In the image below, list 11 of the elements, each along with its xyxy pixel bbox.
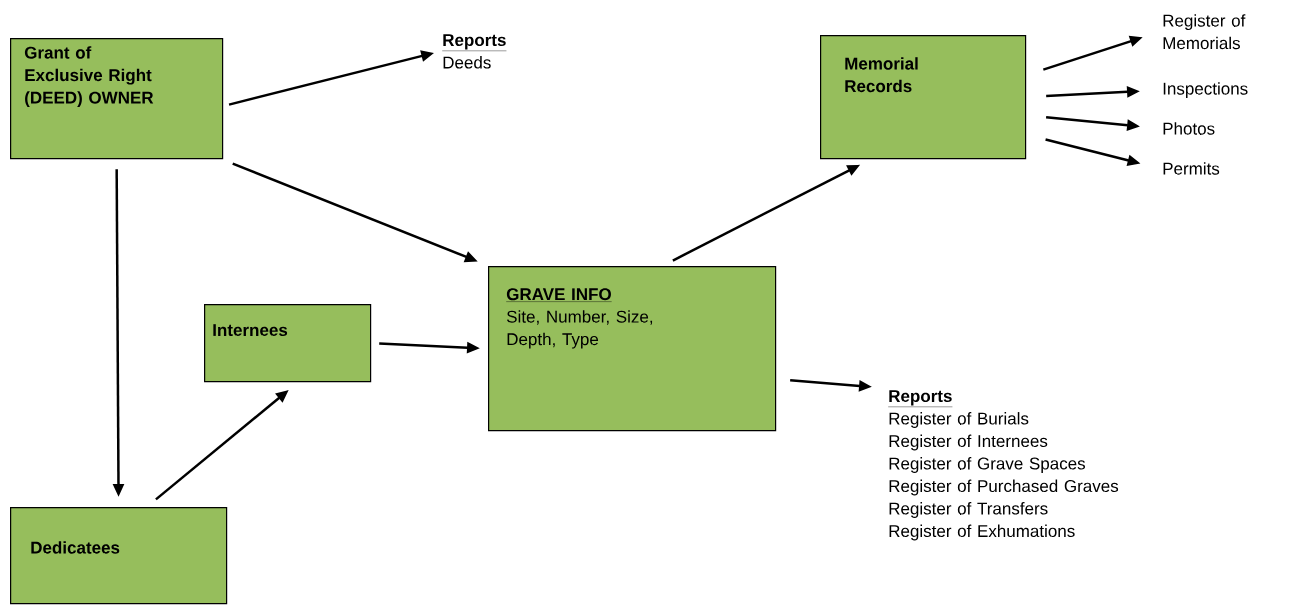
text-label: Reports Register of Burials Register of Internees Register of Grave Spaces Register of Purchased Graves Register of Transfers Register of Exhumations [888, 390, 1119, 541]
text-label: Photos [1163, 122, 1215, 135]
text-label: Inspections [1163, 82, 1248, 99]
process-box: Memorial Records [820, 35, 1027, 160]
text-label: Reports Deeds [442, 34, 507, 69]
text-label: Permits [1163, 162, 1220, 175]
process-box: Dedicatees [10, 507, 228, 605]
process-box: Grant of Exclusive Right (DEED) OWNER [10, 38, 224, 160]
process-box: Internees [204, 304, 372, 383]
text-label: Register of Memorials [1163, 14, 1246, 50]
process-box: GRAVE INFO Site, Number, Size, Depth, Type [488, 266, 777, 432]
